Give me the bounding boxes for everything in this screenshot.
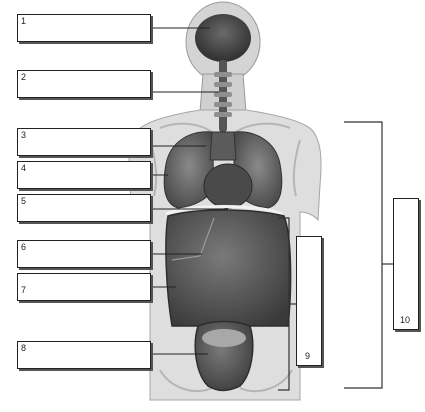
pericardial-cavity (204, 164, 252, 208)
answer-field-9[interactable] (297, 237, 321, 365)
answer-field-3[interactable] (18, 129, 150, 155)
bracket-10 (344, 122, 393, 388)
answer-field-8[interactable] (18, 342, 150, 368)
label-box-10[interactable]: 10 (393, 198, 419, 330)
answer-field-4[interactable] (18, 162, 150, 188)
cranial-cavity (195, 14, 251, 62)
label-box-7[interactable]: 7 (17, 273, 151, 301)
abdominal-cavity (166, 210, 291, 326)
answer-field-6[interactable] (18, 241, 150, 267)
answer-field-2[interactable] (18, 71, 150, 97)
answer-field-5[interactable] (18, 195, 150, 221)
answer-field-7[interactable] (18, 274, 150, 300)
label-box-4[interactable]: 4 (17, 161, 151, 189)
label-box-8[interactable]: 8 (17, 341, 151, 369)
answer-field-1[interactable] (18, 15, 150, 41)
label-box-9[interactable]: 9 (296, 236, 322, 366)
mediastinum (210, 132, 236, 160)
label-box-5[interactable]: 5 (17, 194, 151, 222)
label-box-1[interactable]: 1 (17, 14, 151, 42)
label-box-6[interactable]: 6 (17, 240, 151, 268)
label-box-3[interactable]: 3 (17, 128, 151, 156)
pelvic-inner (202, 329, 246, 347)
label-box-2[interactable]: 2 (17, 70, 151, 98)
answer-field-10[interactable] (394, 199, 418, 329)
